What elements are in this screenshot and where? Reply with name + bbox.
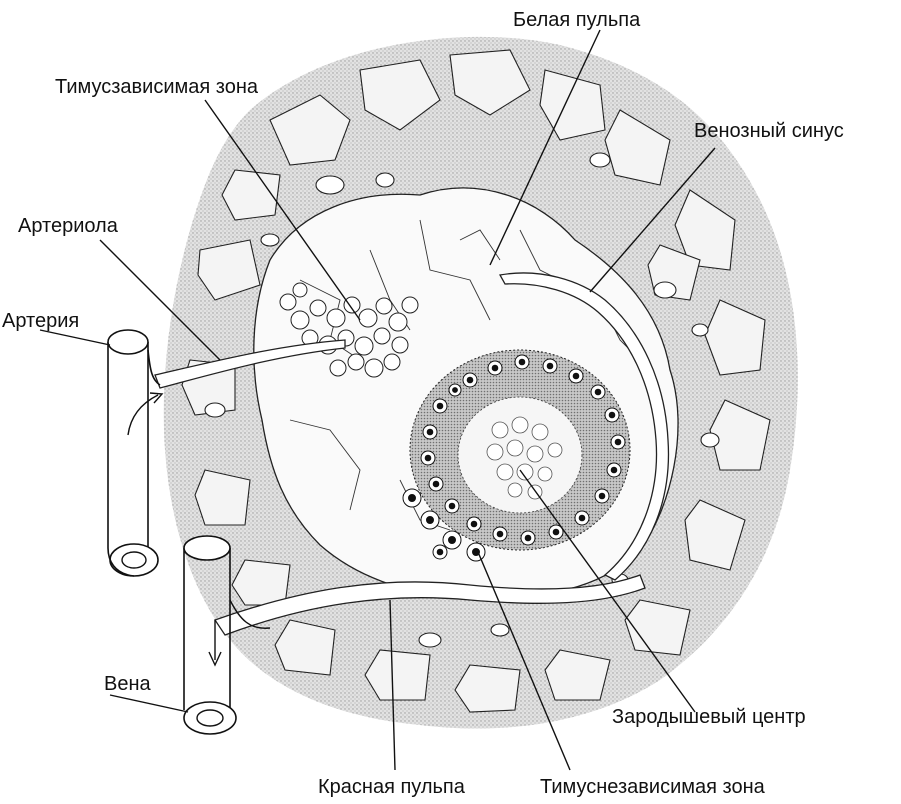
trabecular-vein: [213, 574, 646, 636]
label-venous-sinus: Венозный синус: [694, 120, 844, 142]
red-pulp-sinuses: [204, 152, 720, 648]
leader-lines: [39, 29, 716, 771]
germinal-center-cells: [486, 416, 563, 500]
vein-vessel: [183, 535, 271, 735]
mantle-zone-cells: [402, 354, 626, 562]
venous-sinus-vessel: [498, 272, 670, 581]
label-white-pulp: Белая пульпа: [513, 9, 641, 31]
red-pulp-cords: [181, 49, 771, 713]
label-arteriole: Артериола: [18, 215, 119, 237]
artery-vessel: [107, 329, 164, 577]
germinal-center: [457, 396, 583, 514]
label-thymus-dependent-zone: Тимусзависимая зона: [55, 76, 259, 98]
label-vein: Вена: [104, 673, 152, 695]
lymphoid-follicle: [402, 349, 631, 562]
label-artery: Артерия: [2, 310, 79, 332]
label-thymus-independent-zone: Тимуснезависимая зона: [540, 776, 766, 798]
label-red-pulp: Красная пульпа: [318, 776, 466, 798]
label-germinal-center: Зародышевый центр: [612, 706, 806, 728]
central-artery: [154, 339, 346, 389]
